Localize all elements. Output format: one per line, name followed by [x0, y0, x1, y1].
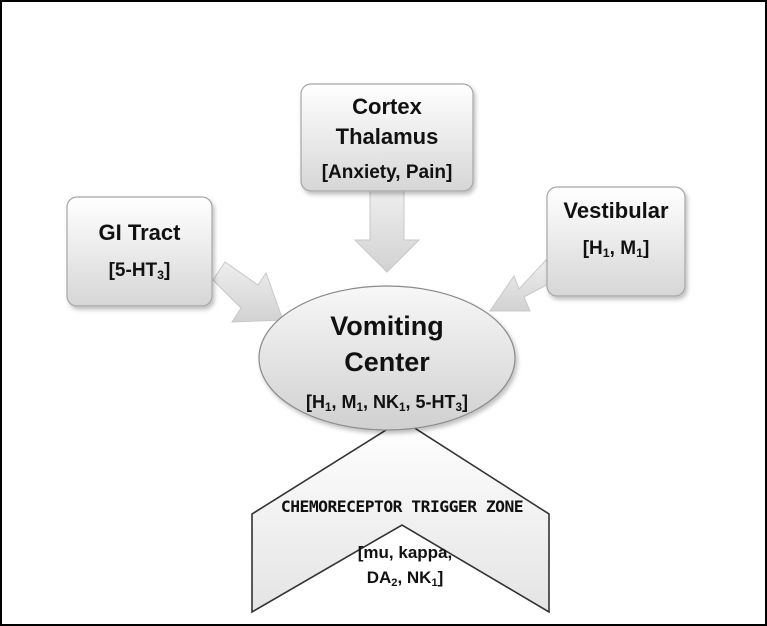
vomiting-center-receptors: [H1, M1, NK1, 5-HT3]	[305, 392, 469, 414]
arrow-cortex-to-center	[353, 189, 421, 273]
ctz-receptors-line-2: DA2, NK1]	[366, 568, 444, 589]
gi-tract-title: GI Tract	[98, 220, 181, 245]
ctz-receptors-line-1: [mu, kappa,	[357, 543, 453, 562]
vestibular-label: Vestibular [H1, M1]	[547, 196, 685, 266]
vestibular-box	[546, 186, 686, 297]
thalamus-title: Thalamus	[335, 124, 439, 149]
cortex-label: Cortex Thalamus [Anxiety, Pain]	[301, 92, 473, 186]
ctz-receptors: [mu, kappa, DA2, NK1]	[340, 540, 470, 596]
vestibular-receptors: [H1, M1]	[582, 238, 650, 261]
vomiting-center-title-2: Center	[344, 347, 430, 377]
arrow-vestibular-to-center	[489, 259, 555, 312]
vomiting-center-label: Vomiting Center [H1, M1, NK1, 5-HT3]	[259, 308, 515, 420]
vestibular-title: Vestibular	[563, 198, 669, 223]
ctz-title: CHEMORECEPTOR TRIGGER ZONE	[280, 497, 524, 516]
vomiting-center-ellipse	[258, 285, 516, 431]
gi-tract-receptors: [5-HT3]	[108, 260, 171, 283]
gi-tract-box	[66, 196, 213, 307]
arrow-gi-to-center	[212, 261, 284, 323]
cortex-title: Cortex	[352, 94, 422, 119]
cortex-box	[300, 83, 474, 192]
gi-tract-label: GI Tract [5-HT3]	[67, 218, 212, 288]
cortex-receptors: [Anxiety, Pain]	[321, 162, 453, 183]
vomiting-center-title-1: Vomiting	[330, 311, 444, 341]
